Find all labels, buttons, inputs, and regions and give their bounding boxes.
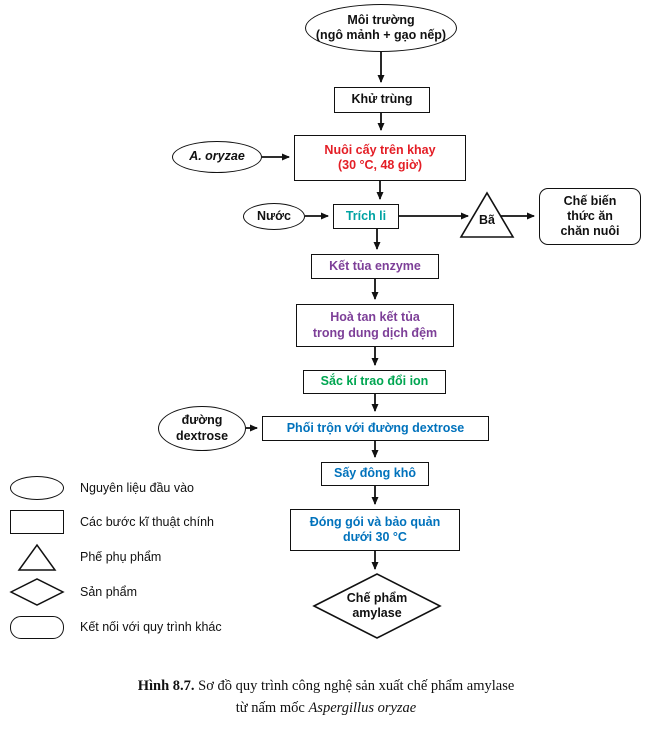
step-ket-tua-enzyme: Kết tủa enzyme — [311, 254, 439, 279]
arrow-lines — [246, 52, 535, 570]
caption-line1-text: Sơ đồ quy trình công nghệ sản xuất chế p… — [194, 678, 515, 694]
legend-item-byproduct: Phế phụ phẩm — [8, 541, 161, 573]
legend-label-byproduct: Phế phụ phẩm — [80, 550, 162, 564]
legend-triangle-wrap — [8, 541, 66, 573]
legend-label-product: Sản phẩm — [80, 585, 137, 599]
product-line1: Chế phẩm — [346, 591, 408, 605]
step-sac-ki-label: Sắc kí trao đổi ion — [320, 374, 429, 389]
legend-ellipse-wrap — [8, 476, 66, 500]
legend-item-product: Sản phẩm — [8, 576, 137, 608]
step-dong-goi-line2: dưới 30 °C — [343, 530, 407, 544]
step-nuoi-cay-line2: (30 °C, 48 giờ) — [337, 158, 423, 172]
step-trich-li: Trích li — [333, 204, 399, 229]
legend-rect-wrap — [8, 510, 66, 534]
step-nuoi-cay: Nuôi cấy trên khay (30 °C, 48 giờ) — [294, 135, 466, 181]
diamond-shape-icon — [9, 578, 65, 606]
step-dong-goi-line1: Đóng gói và bảo quản — [309, 514, 441, 529]
step-trich-li-label: Trích li — [345, 208, 387, 223]
legend-rounded-wrap — [8, 615, 66, 639]
input-moi-truong-line1: Môi trường — [347, 12, 415, 27]
product-che-pham-amylase-label: Chế phẩm amylase — [322, 591, 432, 622]
step-ket-tua-enzyme-label: Kết tủa enzyme — [329, 258, 421, 273]
legend-label-connector: Kết nối với quy trình khác — [80, 620, 222, 634]
caption-species-name: Aspergillus oryzae — [308, 699, 417, 716]
step-phoi-tron: Phối trộn với đường dextrose — [262, 416, 489, 441]
caption-line1: Hình 8.7. Sơ đồ quy trình công nghệ sản … — [0, 676, 652, 698]
step-hoa-tan-line2: trong dung dịch đệm — [312, 325, 438, 340]
step-nuoi-cay-line1: Nuôi cấy trên khay — [324, 142, 436, 157]
step-say-dong-kho-label: Sấy đông khô — [334, 466, 416, 481]
triangle-shape-icon — [17, 543, 57, 571]
product-diamond-shape — [312, 573, 442, 639]
input-nuoc-label: Nước — [257, 208, 291, 223]
step-hoa-tan-ket-tua: Hoà tan kết tủa trong dung dịch đệm — [296, 304, 454, 347]
input-duong-dextrose-line2: dextrose — [175, 428, 229, 443]
step-say-dong-kho: Sấy đông khô — [321, 462, 429, 486]
ellipse-shape-icon — [10, 476, 64, 500]
connector-che-bien-line2: thức ăn — [567, 208, 613, 223]
legend-label-input: Nguyên liệu đầu vào — [80, 481, 194, 495]
byproduct-triangle-shape — [459, 191, 515, 238]
input-moi-truong: Môi trường (ngô mảnh + gạo nếp) — [305, 4, 457, 52]
step-khu-trung: Khử trùng — [334, 87, 430, 113]
caption-line2-prefix: từ nấm mốc — [235, 699, 309, 716]
legend-item-connector: Kết nối với quy trình khác — [8, 611, 222, 643]
step-khu-trung-label: Khử trùng — [351, 92, 413, 107]
input-nuoc: Nước — [243, 203, 305, 230]
caption-figure-label: Hình 8.7. — [137, 678, 195, 694]
input-moi-truong-line2: (ngô mảnh + gạo nếp) — [315, 28, 447, 42]
input-a-oryzae-label: A. oryzae — [189, 149, 245, 164]
connector-che-bien-line3: chăn nuôi — [560, 224, 620, 239]
step-phoi-tron-label: Phối trộn với đường dextrose — [286, 420, 465, 435]
figure-caption: Hình 8.7. Sơ đồ quy trình công nghệ sản … — [0, 676, 652, 720]
legend-item-input: Nguyên liệu đầu vào — [8, 472, 194, 504]
caption-line2: từ nấm mốc Aspergillus oryzae — [0, 698, 652, 720]
input-duong-dextrose: đường dextrose — [158, 406, 246, 451]
product-line2: amylase — [352, 606, 402, 621]
connector-che-bien-line1: Chế biến — [563, 193, 617, 208]
step-dong-goi: Đóng gói và bảo quản dưới 30 °C — [290, 509, 460, 551]
legend-item-main-steps: Các bước kĩ thuật chính — [8, 506, 214, 538]
input-a-oryzae: A. oryzae — [172, 141, 262, 173]
input-duong-dextrose-line1: đường — [181, 413, 223, 428]
step-sac-ki-trao-doi-ion: Sắc kí trao đổi ion — [303, 370, 446, 394]
rounded-rect-shape-icon — [10, 615, 64, 639]
legend-label-main-steps: Các bước kĩ thuật chính — [80, 515, 214, 529]
step-hoa-tan-line1: Hoà tan kết tủa — [330, 310, 420, 325]
legend-diamond-wrap — [8, 576, 66, 608]
byproduct-ba-label: Bã — [479, 213, 495, 227]
connector-che-bien: Chế biến thức ăn chăn nuôi — [539, 188, 641, 245]
rect-shape-icon — [10, 510, 64, 534]
